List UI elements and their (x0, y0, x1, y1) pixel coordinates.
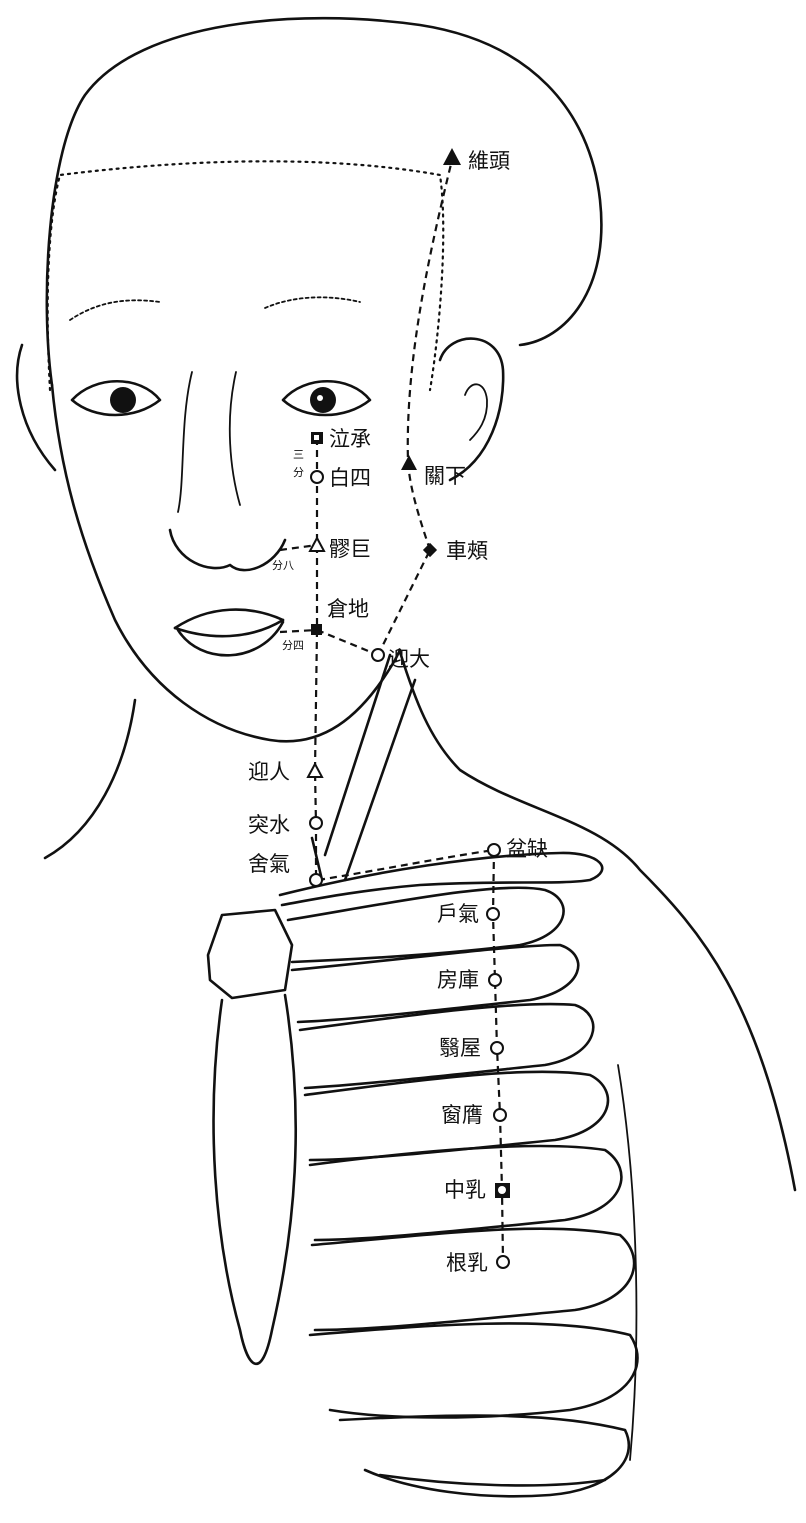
point-marker-jiache (423, 543, 437, 557)
point-marker-juliao (310, 538, 324, 551)
point-marker-quepen (488, 844, 500, 856)
note-fen: 分 (293, 466, 304, 479)
label-rugen: 根乳 (446, 1251, 488, 1275)
point-marker-dicang (311, 624, 322, 635)
label-qishe: 舍氣 (248, 852, 290, 876)
hairline (48, 161, 444, 390)
point-marker-daying (372, 649, 384, 661)
neck-muscle (312, 655, 415, 880)
point-marker-qishe (310, 874, 322, 886)
label-juliao: 髎巨 (329, 537, 371, 561)
sternum-body (214, 995, 296, 1364)
ear (17, 339, 503, 480)
point-marker-shuitu (310, 817, 322, 829)
point-marker-xiaguan (401, 455, 417, 470)
sternum-manubrium (208, 910, 292, 998)
label-yingchuang: 窗膺 (441, 1103, 483, 1127)
point-marker-wuyi (491, 1042, 503, 1054)
label-kufang: 房庫 (437, 968, 479, 992)
meridian-line (280, 160, 503, 1262)
nose (170, 372, 285, 570)
note-san: 三 (293, 448, 304, 461)
label-jiache: 車頰 (446, 539, 488, 563)
eye (72, 381, 370, 415)
note-fen-ba: 分八 (272, 559, 294, 572)
point-marker-ruzhong (495, 1183, 510, 1198)
point-marker-touwei (443, 148, 461, 165)
label-ruzhong: 中乳 (444, 1178, 486, 1202)
label-quepen: 盆缺 (506, 837, 548, 861)
point-marker-rugen (497, 1256, 509, 1268)
label-chengqi: 泣承 (329, 427, 371, 451)
clavicle (280, 853, 602, 905)
point-marker-qihu (487, 908, 499, 920)
label-dicang: 倉地 (327, 597, 369, 621)
point-marker-yingchuang (494, 1109, 506, 1121)
point-marker-kufang (489, 974, 501, 986)
label-shuitu: 突水 (248, 813, 290, 837)
label-touwei: 維頭 (468, 149, 510, 173)
label-xiaguan: 關下 (424, 464, 466, 488)
mouth (175, 610, 283, 656)
point-marker-sibai (311, 471, 323, 483)
point-marker-chengqi (311, 432, 323, 444)
note-fen-si: 分四 (282, 639, 304, 652)
label-wuyi: 翳屋 (439, 1036, 481, 1060)
label-renying: 迎人 (248, 760, 290, 784)
eyebrow (70, 297, 360, 320)
label-sibai: 白四 (329, 466, 371, 490)
label-daying: 迎大 (388, 647, 430, 671)
point-marker-renying (308, 764, 322, 777)
label-qihu: 戶氣 (437, 902, 479, 926)
